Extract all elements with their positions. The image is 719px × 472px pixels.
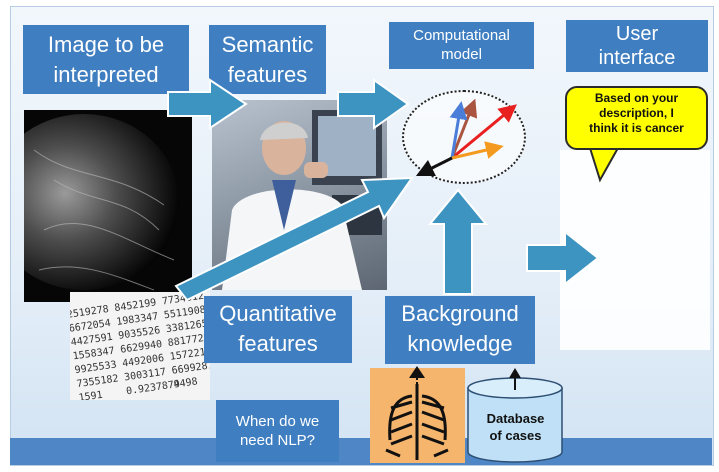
user-interface-label-line2: interface (598, 47, 676, 69)
arrow-quantitative-to-model (174, 176, 414, 302)
vector-blue (449, 101, 468, 159)
quantitative-label-line2: features (238, 331, 318, 356)
semantic-features-box: Semantic features (209, 25, 326, 94)
image-label-line1: Image to be (47, 32, 165, 57)
computational-label-line2: model (441, 46, 482, 63)
database-label-line1: Database (486, 411, 545, 426)
user-interface-box: User interface (566, 20, 708, 72)
bubble-line1: Based on your (594, 91, 679, 105)
vector-red (451, 104, 517, 160)
background-label-line2: knowledge (407, 331, 513, 356)
database-label: Database of cases (468, 410, 563, 444)
background-label-line1: Background (401, 301, 519, 326)
semantic-label-line2: features (227, 62, 308, 87)
nlp-label-line1: When do we (235, 413, 320, 430)
vector-brown (450, 98, 478, 159)
user-interface-label-line1: User (615, 23, 659, 45)
nlp-label-line2: need NLP? (239, 432, 316, 449)
bottom-band (10, 438, 712, 465)
quantitative-label-line1: Quantitative (219, 301, 337, 326)
upload-arrow-icon (409, 366, 425, 390)
arrow-image-to-semantic (167, 78, 248, 130)
diagnosis-speech-bubble: Based on your description, I think it is… (565, 86, 708, 150)
image-to-be-interpreted-box: Image to be interpreted (23, 25, 189, 94)
database-label-line2: of cases (489, 428, 542, 443)
computational-label-line1: Computational (413, 27, 510, 44)
mammogram-texture (24, 110, 192, 302)
numbers-cell: 1572210 (169, 346, 210, 363)
numbers-cell: 1591 (78, 390, 103, 400)
bubble-line2: description, I (599, 106, 674, 120)
numbers-cell: 6699287 (171, 360, 210, 377)
arrow-background-to-model (427, 188, 489, 295)
arrow-model-to-interface (526, 229, 600, 287)
background-knowledge-box: Background knowledge (385, 296, 535, 364)
vector-orange (451, 141, 504, 160)
computational-model-box: Computational model (389, 22, 534, 69)
numbers-cell: 4498 (173, 376, 198, 390)
vector-black (415, 156, 453, 177)
semantic-label-line1: Semantic (221, 32, 314, 57)
mammogram-image (24, 110, 192, 302)
arrow-semantic-to-model (337, 78, 410, 130)
when-do-we-need-nlp-box: When do we need NLP? (216, 400, 339, 462)
database-up-arrow-icon (509, 368, 521, 390)
bubble-line3: think it is cancer (589, 121, 684, 135)
image-label-line2: interpreted (53, 62, 159, 87)
quantitative-features-box: Quantitative features (204, 296, 352, 363)
ribcage-icon (385, 384, 449, 460)
